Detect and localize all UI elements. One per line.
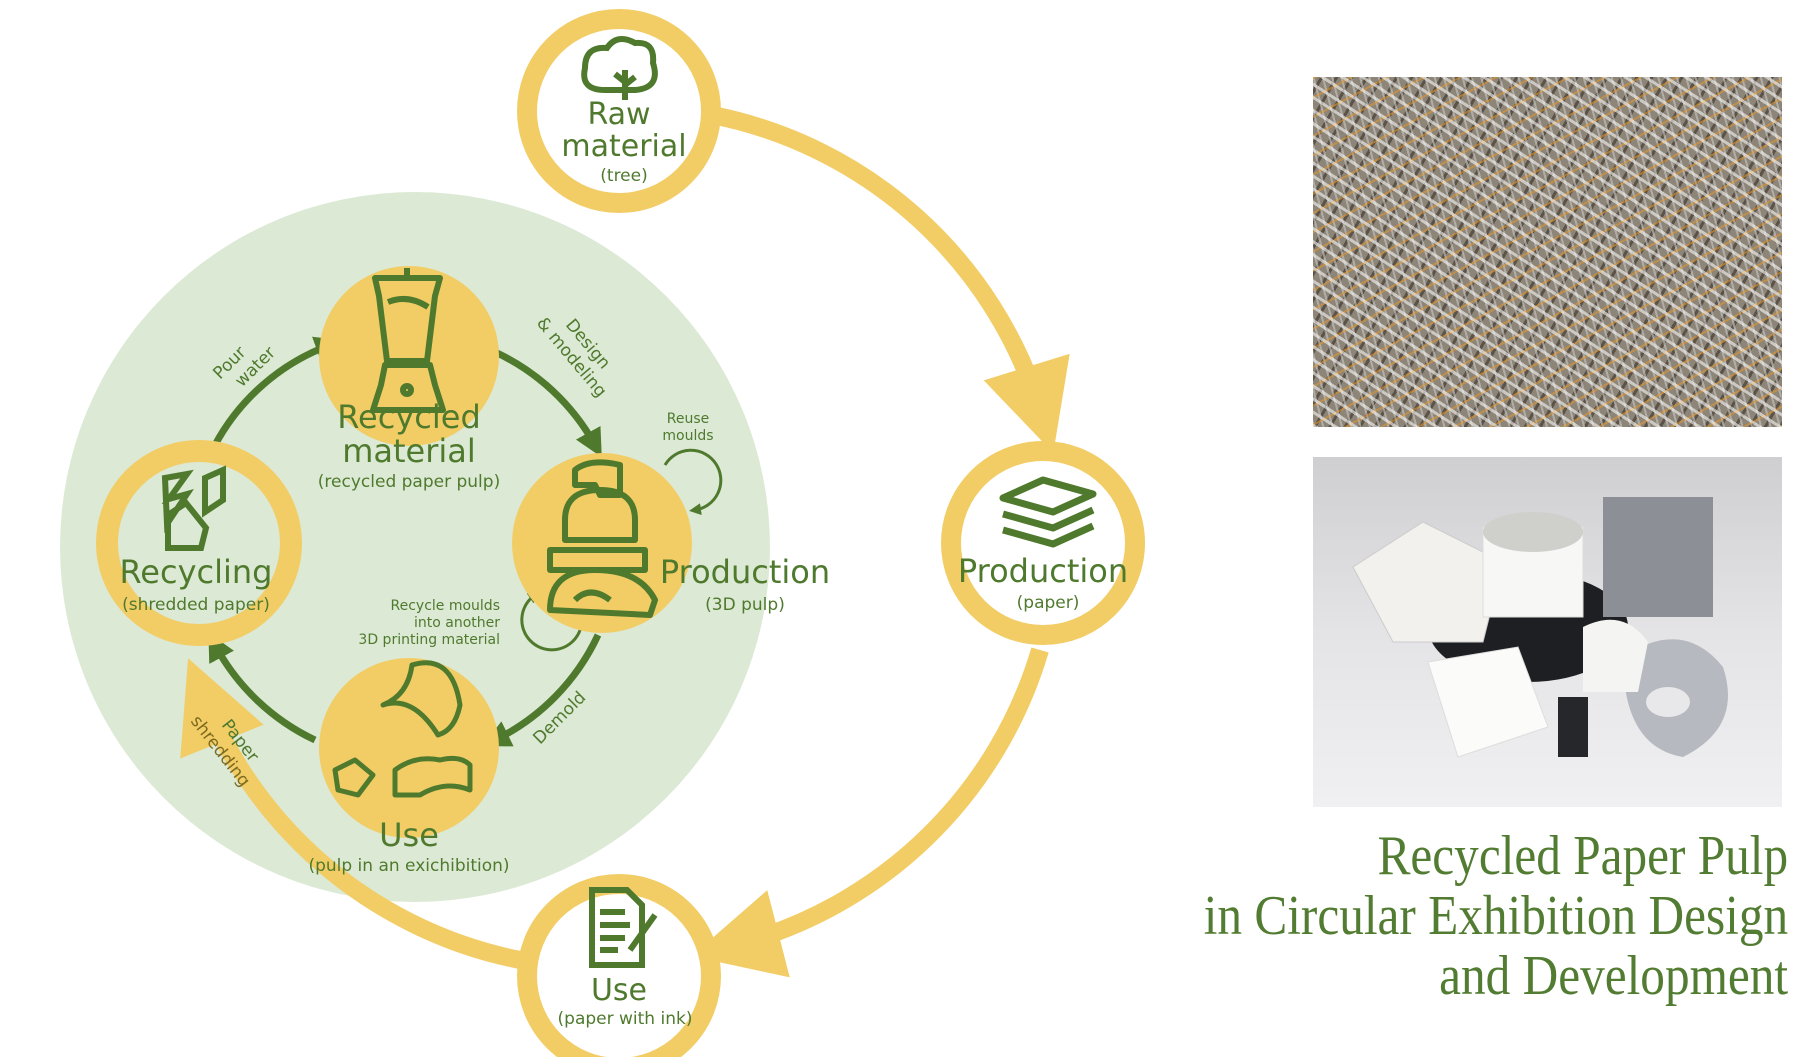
moulds-icon xyxy=(547,459,658,618)
tree-icon xyxy=(581,36,658,100)
poster-title: Recycled Paper Pulp in Circular Exhibiti… xyxy=(1204,826,1788,1006)
node-recycling: Recycling (shredded paper) xyxy=(96,440,302,646)
arrow-use-to-recycling xyxy=(180,658,522,969)
moulds-photo-illustration xyxy=(1352,497,1728,758)
blender-icon xyxy=(370,268,446,413)
arrow-raw-to-production xyxy=(710,106,1070,453)
shredded-paper-photo xyxy=(1313,77,1782,427)
node-production-paper: Production (paper) xyxy=(941,441,1145,645)
title-line-1: Recycled Paper Pulp xyxy=(1377,825,1788,887)
document-pen-icon xyxy=(589,887,658,968)
recycling-title: Recycling xyxy=(120,553,273,591)
raw-title-1: Raw xyxy=(587,97,650,132)
node-use-pulp: Use (pulp in an exichibition) xyxy=(308,658,510,876)
recycle-moulds-line3: 3D printing material xyxy=(358,632,500,648)
raw-sub: (tree) xyxy=(600,166,647,186)
recycle-moulds-line2: into another xyxy=(414,615,500,631)
production-paper-sub: (paper) xyxy=(1017,593,1080,613)
use-pulp-title: Use xyxy=(379,816,439,854)
arrow-production-to-use xyxy=(691,647,1049,978)
recycling-sub: (shredded paper) xyxy=(122,595,270,615)
recycled-title-2: material xyxy=(342,432,476,470)
production-3d-title: Production xyxy=(660,553,830,591)
inner-cycle-arrows xyxy=(208,336,602,747)
outer-cycle-arrows xyxy=(180,106,1070,978)
production-3d-sub: (3D pulp) xyxy=(705,595,785,615)
paper-stack-icon xyxy=(999,476,1097,548)
arrow-pour-water xyxy=(211,336,344,447)
pulp-moulds-photo xyxy=(1313,457,1782,807)
recycle-moulds-line1: Recycle moulds xyxy=(391,598,501,614)
use-paper-title: Use xyxy=(591,973,647,1008)
node-raw-material: Raw material (tree) xyxy=(517,9,721,213)
node-use-paper: Use (paper with ink) xyxy=(517,874,721,1057)
title-line-2: in Circular Exhibition Design xyxy=(1203,885,1788,947)
shredded-paper-icon xyxy=(161,465,226,551)
recycled-title-1: Recycled xyxy=(337,398,481,436)
arrow-design xyxy=(493,348,602,458)
moulds-label: moulds xyxy=(662,428,713,444)
raw-title-2: material xyxy=(561,129,686,164)
node-recycled-material: Recycled material (recycled paper pulp) xyxy=(318,266,500,492)
arrow-paper xyxy=(208,632,317,744)
production-paper-title: Production xyxy=(958,552,1128,590)
pulp-objects-icon xyxy=(332,660,473,798)
arrow-demold xyxy=(482,633,602,747)
use-pulp-sub: (pulp in an exichibition) xyxy=(308,856,509,876)
use-paper-sub: (paper with ink) xyxy=(558,1009,693,1029)
arrow-reuse-moulds xyxy=(663,448,723,516)
reuse-label: Reuse xyxy=(667,411,710,427)
node-production-3d: Production (3D pulp) xyxy=(512,453,830,633)
title-line-3: and Development xyxy=(1439,945,1788,1007)
recycled-sub: (recycled paper pulp) xyxy=(318,472,500,492)
